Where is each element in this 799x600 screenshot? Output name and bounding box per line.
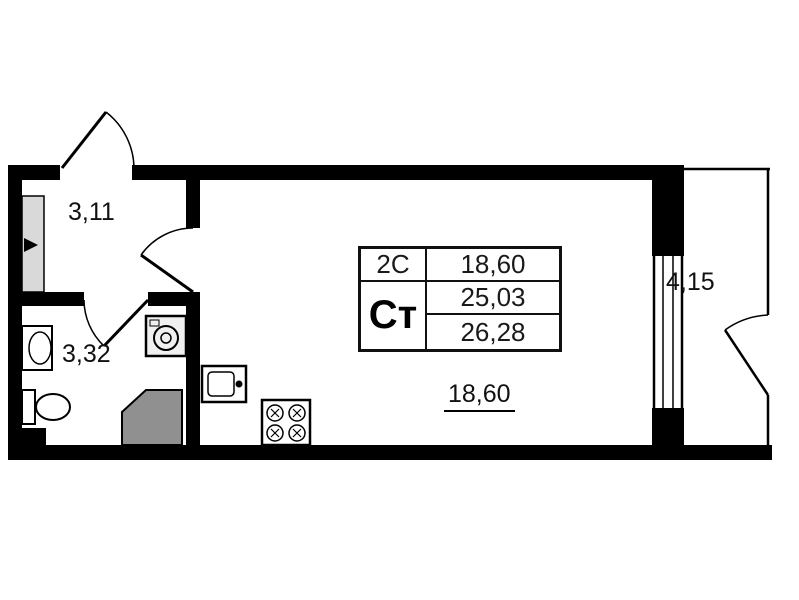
room-label-bathroom: 3,32 <box>62 340 111 368</box>
room-label-hallway: 3,11 <box>68 198 115 226</box>
spec-area-total: 25,03 <box>427 282 559 315</box>
spec-unit-code: Ст <box>361 282 427 349</box>
kitchen-sink-icon <box>200 364 248 404</box>
stove-icon <box>260 398 312 447</box>
panel-marker-icon <box>24 238 38 252</box>
spec-living-area: 18,60 <box>427 249 559 282</box>
spec-area-with-balcony: 26,28 <box>427 315 559 349</box>
shower-tray-icon <box>121 389 183 446</box>
balcony-glazing <box>684 167 770 445</box>
washing-machine-icon <box>144 314 188 358</box>
bathroom-door-icon <box>83 298 150 348</box>
entry-door-icon <box>60 111 135 169</box>
bathroom-sink-icon <box>21 325 53 371</box>
room-label-living-room: 18,60 <box>444 380 515 412</box>
window-icon <box>652 250 684 414</box>
toilet-icon <box>21 389 71 425</box>
balcony-door-icon <box>723 314 770 396</box>
interior-walls <box>22 180 200 460</box>
spec-table: 2С 18,60 Ст 25,03 26,28 <box>358 246 562 352</box>
spec-type-code: 2С <box>361 249 427 282</box>
room-label-balcony: 4,15 <box>666 268 715 296</box>
hall-shaft <box>21 195 45 293</box>
hall-room-door-icon <box>140 227 194 294</box>
vent-duct <box>22 428 46 445</box>
